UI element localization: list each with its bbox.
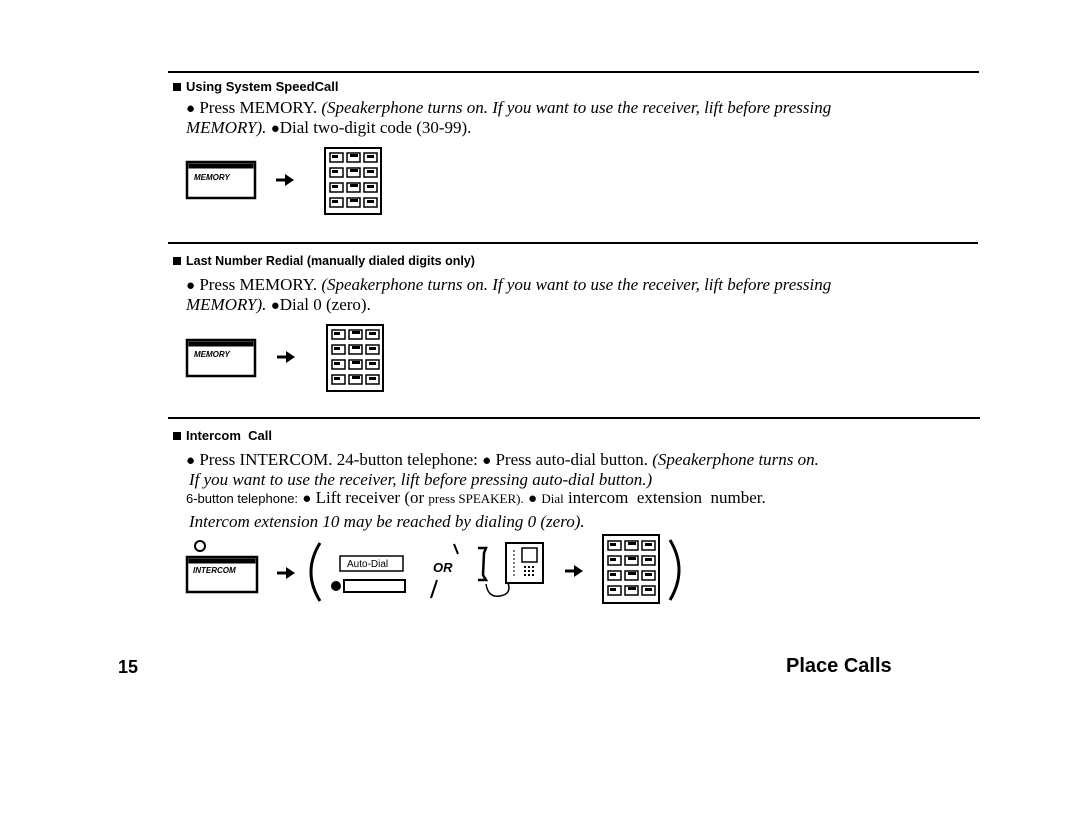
- square-bullet-icon: [173, 257, 181, 265]
- instruction-line: Intercom extension 10 may be reached by …: [189, 512, 585, 531]
- instruction-line: MEMORY). ●Dial 0 (zero).: [186, 295, 371, 314]
- bullet-icon: ●: [186, 101, 196, 117]
- dial-pad-icon: [324, 147, 382, 215]
- section-divider: [168, 71, 979, 73]
- led-icon: [194, 540, 206, 552]
- instruction-line: 6-button telephone: ● Lift receiver (or …: [186, 488, 766, 507]
- telephone-icon: [505, 542, 544, 584]
- instruction-line: ● Press MEMORY. (Speakerphone turns on. …: [186, 275, 832, 294]
- instruction-line: ● Press INTERCOM. 24-button telephone: ●…: [186, 450, 819, 469]
- square-bullet-icon: [173, 82, 181, 91]
- memory-button-figure: MEMORY: [185, 160, 257, 200]
- bullet-icon: ●: [482, 453, 492, 469]
- heading-text: Last Number Redial (manually dialed digi…: [186, 254, 475, 268]
- page-number: 15: [118, 657, 139, 677]
- led-icon: [331, 581, 341, 591]
- slash-icon: [430, 579, 438, 599]
- section-heading: Intercom Call: [173, 428, 272, 443]
- bullet-icon: ●: [186, 278, 196, 294]
- instruction-line: ● Press MEMORY. (Speakerphone turns on. …: [186, 98, 832, 117]
- intercom-button-figure: INTERCOM: [185, 555, 259, 594]
- square-bullet-icon: [173, 431, 181, 440]
- arrow-right-icon: [275, 349, 297, 365]
- intercom-button-label: INTERCOM: [193, 566, 236, 575]
- heading-text: Using System SpeedCall: [186, 79, 339, 94]
- bullet-icon: ●: [528, 491, 538, 507]
- memory-button-figure: MEMORY: [185, 338, 257, 378]
- or-label: OR: [433, 560, 453, 575]
- memory-button-label: MEMORY: [194, 173, 231, 182]
- arrow-right-icon: [275, 565, 297, 581]
- bullet-icon: ●: [186, 453, 196, 469]
- bullet-icon: ●: [270, 121, 280, 137]
- section-heading: Last Number Redial (manually dialed digi…: [173, 254, 475, 268]
- section-heading: Using System SpeedCall: [173, 79, 338, 94]
- slash-icon: [453, 543, 459, 555]
- instruction-line: If you want to use the receiver, lift be…: [189, 470, 653, 489]
- bullet-icon: ●: [270, 298, 280, 314]
- section-divider: [168, 242, 978, 244]
- auto-dial-label: Auto-Dial: [347, 559, 388, 570]
- arrow-right-icon: [274, 172, 296, 188]
- memory-button-label: MEMORY: [194, 350, 231, 359]
- dial-pad-icon: [602, 534, 660, 604]
- close-paren-icon: [668, 539, 681, 601]
- open-paren-icon: [309, 542, 322, 602]
- bullet-icon: ●: [302, 491, 312, 507]
- arrow-right-icon: [563, 563, 585, 579]
- dial-pad-icon: [326, 324, 384, 392]
- instruction-line: MEMORY). ●Dial two-digit code (30-99).: [186, 118, 472, 137]
- handset-icon: [478, 546, 510, 597]
- section-divider: [168, 417, 980, 419]
- auto-dial-button-figure: Auto-Dial: [331, 555, 406, 593]
- heading-text: Intercom Call: [186, 428, 272, 443]
- page-title: Place Calls: [786, 655, 892, 677]
